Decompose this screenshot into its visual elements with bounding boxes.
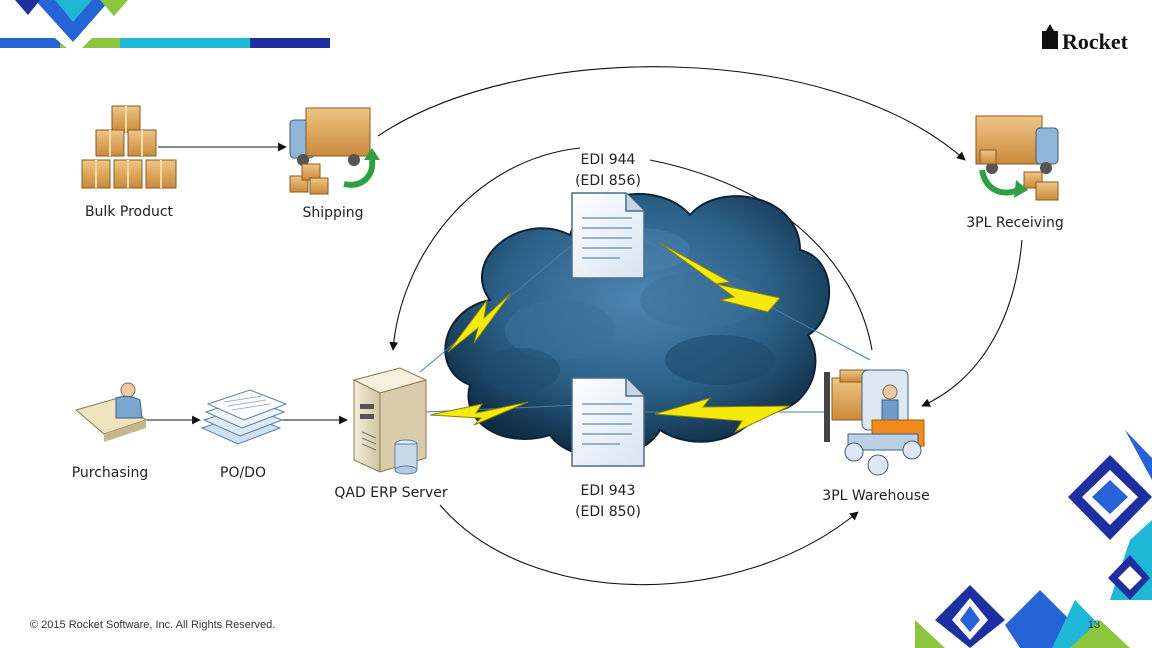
label-qad-erp-server: QAD ERP Server (334, 485, 447, 501)
label-edi-850: (EDI 850) (575, 504, 641, 520)
lightning-bolt-bottom-left (429, 401, 529, 426)
bulk-product-boxes-icon (81, 105, 177, 189)
shipping-truck-icon (289, 107, 380, 195)
lightning-bolt-top-left (447, 292, 512, 353)
edi-document-bottom (571, 377, 645, 467)
logo-text: Rocket (1062, 29, 1129, 54)
label-edi-943: EDI 943 (581, 483, 636, 499)
label-edi-856: (EDI 856) (575, 173, 641, 189)
edi-document-top (571, 192, 645, 279)
copyright-text: © 2015 Rocket Software, Inc. All Rights … (30, 619, 275, 631)
purchasing-person-icon (74, 382, 148, 442)
label-bulk-product: Bulk Product (85, 204, 174, 220)
arc-document-to-warehouse (649, 159, 873, 351)
page-number: 13 (1088, 619, 1100, 631)
lightning-bolt-bottom-right (654, 397, 791, 434)
arrow-document-to-erp (389, 147, 581, 351)
lightning-bolts (429, 242, 791, 434)
erp-server-icon (352, 367, 428, 475)
flow-arrows (143, 66, 1023, 586)
label-po-do: PO/DO (220, 465, 266, 481)
arrow-erp-to-warehouse (439, 504, 859, 586)
label-shipping: Shipping (302, 205, 363, 221)
lightning-bolt-top-right (659, 242, 781, 313)
top-banner-decoration (0, 0, 330, 55)
rocket-logo: Rocket (1042, 24, 1129, 54)
po-do-documents-icon (200, 389, 288, 445)
arrow-receiving-to-warehouse (921, 239, 1023, 407)
label-purchasing: Purchasing (72, 465, 149, 481)
label-3pl-warehouse: 3PL Warehouse (822, 488, 929, 504)
receiving-truck-icon (975, 115, 1059, 201)
label-3pl-receiving: 3PL Receiving (966, 215, 1063, 231)
corner-decoration (915, 430, 1152, 648)
label-edi-944: EDI 944 (581, 152, 636, 168)
warehouse-forklift-icon (824, 369, 925, 476)
arrow-shipping-to-receiving (377, 66, 966, 161)
